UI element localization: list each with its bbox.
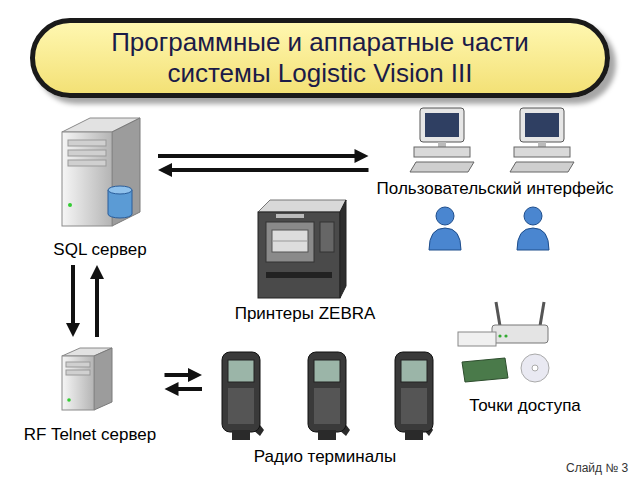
node-label: Пользовательский интерфейс xyxy=(377,179,614,199)
sql-server-icon xyxy=(62,118,140,226)
printer-icon-part xyxy=(258,200,346,212)
workstation-icons-part xyxy=(525,113,559,137)
sql-server-icon-part xyxy=(108,186,132,194)
terminal-icons-part-part xyxy=(401,388,427,424)
arrow-shaft xyxy=(158,154,357,158)
sql-server-icon-part xyxy=(68,140,106,146)
double-arrow-connector xyxy=(165,368,203,396)
sql-server-icon-part xyxy=(62,132,112,226)
node-label: SQL сервер xyxy=(53,240,146,260)
terminal-icons-part-part xyxy=(318,430,336,440)
user-icons-part xyxy=(429,228,461,250)
workstation-icons-part xyxy=(425,113,459,137)
access-point-icons-part xyxy=(504,334,507,337)
terminal-icons-part xyxy=(395,352,433,440)
user-icons-part xyxy=(436,207,454,225)
arrow-shaft xyxy=(95,277,99,337)
terminal-icons-part-part xyxy=(222,352,260,432)
workstation-icons-part xyxy=(420,108,464,142)
access-point-icons-part xyxy=(462,358,508,382)
sql-server-icon-part xyxy=(68,160,106,166)
node-label: Радио терминалы xyxy=(254,447,397,467)
workstation-icons xyxy=(410,108,574,172)
node-label: RF Telnet сервер xyxy=(24,425,156,445)
arrow-head xyxy=(158,163,172,177)
printer-icon-part xyxy=(340,200,346,298)
workstation-icons-part xyxy=(538,142,546,147)
workstation-icons-part xyxy=(514,147,570,157)
terminal-icons-part-part xyxy=(308,352,346,432)
user-icons xyxy=(429,207,549,250)
printer-icon xyxy=(258,200,346,298)
terminal-icons-part-part xyxy=(401,360,427,382)
icon-node: Пользовательский интерфейс xyxy=(372,100,619,256)
arrow-head xyxy=(355,149,369,163)
printer-icon-part xyxy=(320,222,334,252)
arrow-head xyxy=(188,368,202,382)
icon-node: Точки доступа xyxy=(460,300,590,418)
rf-server-icon-part xyxy=(94,348,112,410)
printer-icon-part xyxy=(272,230,308,252)
printer-icon-part xyxy=(258,212,340,298)
double-arrow-connector xyxy=(66,265,104,337)
title-banner: Программные и аппаратные части системы L… xyxy=(30,18,610,98)
arrow-head xyxy=(66,323,80,337)
user-icons-part xyxy=(517,228,549,250)
node-label: Точки доступа xyxy=(469,396,581,416)
arrow-shaft xyxy=(170,168,369,172)
rf-server-icon-part xyxy=(66,370,90,375)
terminal-icons-part-part xyxy=(405,430,423,440)
printer-icon-part xyxy=(276,214,304,218)
access-point-icons-part xyxy=(498,334,501,337)
rf-server-icon xyxy=(62,348,112,410)
sql-server-icon-part xyxy=(68,150,106,156)
terminal-icons-part-part xyxy=(395,352,433,432)
arrow-shaft xyxy=(165,373,191,377)
double-arrow-connector xyxy=(158,149,369,177)
terminal-icons-part xyxy=(308,352,350,440)
terminal-icons-part-part xyxy=(228,388,254,424)
access-point-icons xyxy=(458,302,549,382)
access-point-icons-part xyxy=(521,354,549,382)
access-point-icons-part xyxy=(540,302,544,326)
arrow-head xyxy=(165,382,179,396)
access-point-icons-part xyxy=(532,365,538,371)
access-point-icons-part xyxy=(458,332,496,346)
workstation-icons-part xyxy=(510,162,574,172)
workstation-icons-part xyxy=(438,142,446,147)
rf-server-icon-part xyxy=(67,398,71,402)
printer-icon-part xyxy=(266,272,332,278)
terminal-icons xyxy=(222,352,433,440)
sql-server-icon-part xyxy=(68,203,72,207)
terminal-icons-part xyxy=(222,352,264,440)
terminal-icons-part-part xyxy=(232,430,250,440)
terminal-icons-part-part xyxy=(314,388,340,424)
access-point-icons-part xyxy=(496,302,500,326)
icon-node: RF Telnet сервер xyxy=(19,340,162,448)
icon-node: Принтеры ZEBRA xyxy=(230,195,381,326)
rf-server-icon-part xyxy=(66,362,90,367)
slide-number: Слайд № 3 xyxy=(566,461,628,475)
arrow-head xyxy=(90,265,104,279)
node-label: Принтеры ZEBRA xyxy=(235,304,376,324)
workstation-icons-part xyxy=(520,108,564,142)
printer-icon-part xyxy=(266,222,314,262)
arrow-shaft xyxy=(71,265,75,325)
workstation-icons-part xyxy=(410,162,474,172)
icon-node: SQL сервер xyxy=(45,110,155,262)
user-icons-part xyxy=(524,207,542,225)
printer-icon-part xyxy=(272,241,308,242)
rf-server-icon-part xyxy=(62,356,94,410)
arrow-shaft xyxy=(177,387,203,391)
access-point-icons-part xyxy=(492,325,548,343)
title-text: Программные и аппаратные части системы L… xyxy=(80,27,560,89)
icon-node: Радио терминалы xyxy=(205,345,445,470)
workstation-icons-part xyxy=(414,147,470,157)
terminal-icons-part-part xyxy=(228,360,254,382)
terminal-icons-part-part xyxy=(314,360,340,382)
